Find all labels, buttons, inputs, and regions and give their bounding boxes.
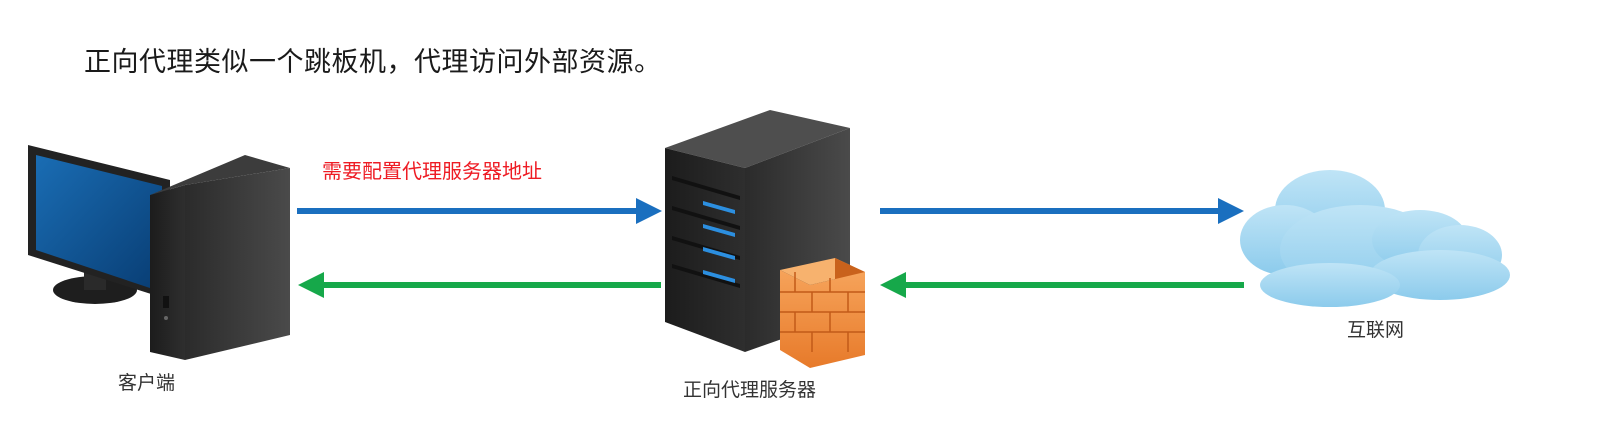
page-heading: 正向代理类似一个跳板机，代理访问外部资源。 [84, 47, 662, 78]
response-arrow-proxy-to-client [298, 272, 661, 298]
internet-label: 互联网 [1347, 319, 1404, 341]
proxy-server-label: 正向代理服务器 [683, 379, 816, 401]
request-arrow-client-to-proxy [297, 198, 662, 224]
response-arrow-internet-to-proxy [880, 272, 1244, 298]
cloud-icon [1240, 170, 1510, 307]
desktop-computer-icon [28, 145, 290, 360]
firewall-icon [780, 258, 865, 368]
client-label: 客户端 [118, 372, 175, 394]
proxy-config-note: 需要配置代理服务器地址 [322, 159, 542, 183]
request-arrow-proxy-to-internet [880, 198, 1244, 224]
